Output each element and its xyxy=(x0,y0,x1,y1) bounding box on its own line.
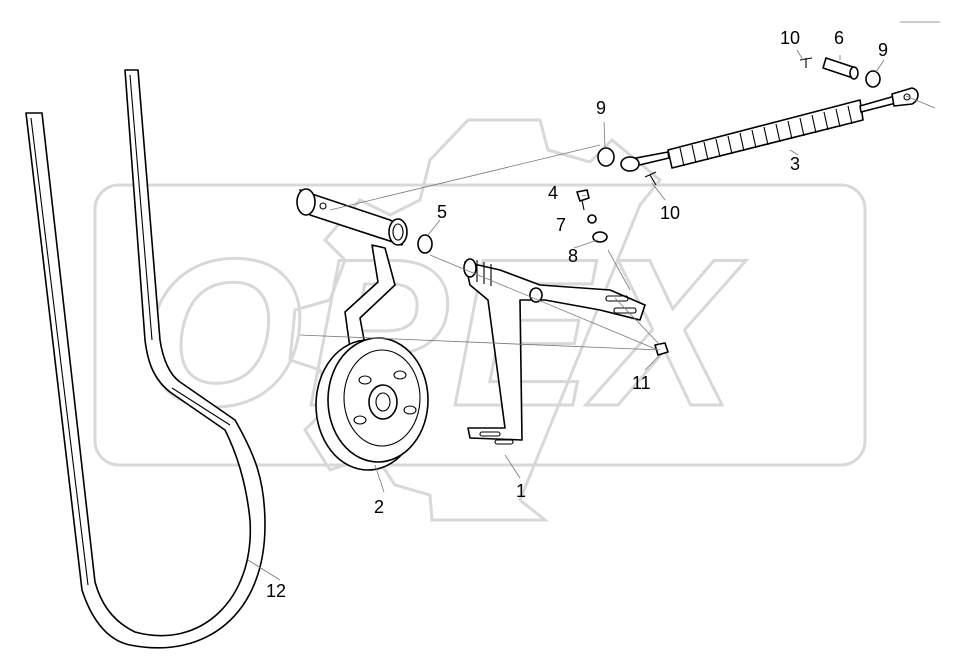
nut xyxy=(587,214,597,224)
v-belt xyxy=(25,69,266,649)
label-part-6: 6 xyxy=(834,28,844,48)
label-part-5: 5 xyxy=(437,202,447,222)
label-part-12: 12 xyxy=(266,581,286,601)
watermark-frame xyxy=(93,183,867,467)
label-part-3: 3 xyxy=(790,154,800,174)
label-part-7: 7 xyxy=(556,215,566,235)
bolt xyxy=(576,189,590,211)
bracket xyxy=(463,258,646,445)
cotter-pin-left xyxy=(644,171,657,186)
tensioner-arm xyxy=(296,188,408,349)
label-part-4: 4 xyxy=(548,183,558,203)
label-part-10-top: 10 xyxy=(780,28,800,48)
idler-pulley xyxy=(315,337,429,471)
callout-labels: 1 2 3 4 5 6 7 8 9 9 10 10 11 12 xyxy=(266,28,888,601)
leader-lines xyxy=(247,21,940,581)
label-part-2: 2 xyxy=(374,497,384,517)
pin xyxy=(822,57,859,80)
label-part-10-bottom: 10 xyxy=(660,203,680,223)
label-part-9-right: 9 xyxy=(878,40,888,60)
label-part-11: 11 xyxy=(632,373,651,393)
o-ring xyxy=(417,234,433,254)
cotter-pin-top xyxy=(799,57,813,68)
tension-spring xyxy=(620,87,919,172)
washer-left xyxy=(597,147,615,167)
grease-nipple xyxy=(654,342,669,356)
label-part-9-left: 9 xyxy=(596,98,606,118)
watermark-text: OPEX xyxy=(140,215,746,450)
label-part-1: 1 xyxy=(516,481,526,501)
label-part-8: 8 xyxy=(568,246,578,266)
washer-top xyxy=(865,70,881,88)
washer xyxy=(592,231,608,243)
watermark: OPEX xyxy=(93,118,867,522)
